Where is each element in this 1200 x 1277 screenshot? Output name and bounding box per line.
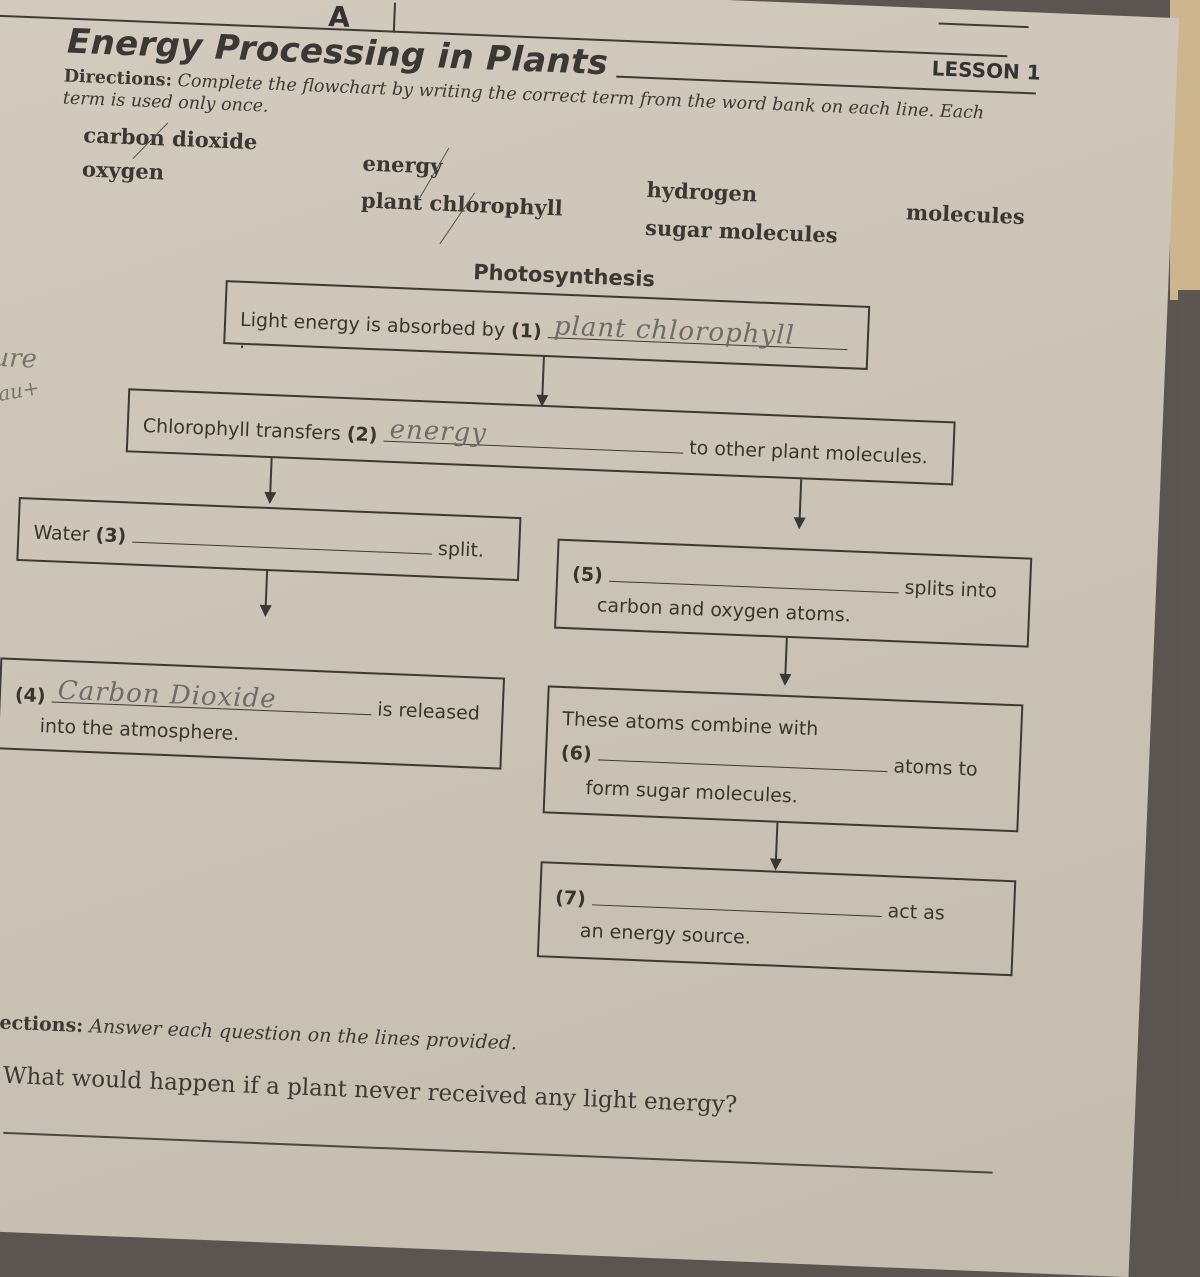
word-bank-term: plant chlorophyll (360, 187, 564, 221)
arrow-down-icon (264, 570, 269, 608)
header-divider (392, 2, 397, 33)
question-directions-text: Answer each question on the lines provid… (88, 1015, 518, 1055)
step-number: (7) (554, 886, 587, 911)
handwritten-answer: plant chlorophyll (553, 311, 796, 351)
step-text: atoms to (893, 755, 979, 781)
step-text: act as (887, 900, 946, 925)
arrow-down-icon (774, 822, 779, 861)
word-bank-term: molecules (905, 199, 1026, 230)
word-bank-term: hydrogen (646, 176, 758, 207)
step-text: to other plant molecules. (688, 436, 929, 469)
binder-edge (1178, 290, 1200, 1200)
step-text: Water (33, 521, 91, 546)
step-number: (5) (571, 563, 604, 587)
arrow-down-icon (784, 637, 788, 676)
step-number: (1) (510, 319, 543, 343)
step-text: These atoms combine with (561, 707, 819, 741)
step-text: splits into (904, 576, 998, 603)
lesson-label: LESSON 1 (931, 56, 1042, 85)
step-text: Chlorophyll transfers (142, 414, 342, 445)
question-directions: Directions: Answer each question on the … (0, 1010, 517, 1054)
step-number: (6) (560, 741, 593, 766)
answer-blank-3[interactable] (132, 523, 433, 555)
step-number: (4) (14, 683, 46, 708)
answer-blank-5[interactable] (608, 562, 900, 594)
flow-step-7: (7) act as an energy source. (536, 861, 1017, 977)
question-8: 8. What would happen if a plant never re… (0, 1061, 738, 1119)
word-bank-term: sugar molecules (644, 214, 839, 248)
margin-note: nau+ (0, 375, 42, 409)
word-bank-term: oxygen (81, 156, 165, 185)
flow-step-4: (4) Carbon Dioxide is released into the … (0, 657, 506, 770)
flow-step-5: (5) splits into carbon and oxygen atoms. (554, 538, 1033, 648)
flow-step-6: These atoms combine with (6) atoms to fo… (542, 685, 1024, 833)
answer-line-q8[interactable] (3, 1131, 993, 1174)
flowchart-title: Photosynthesis (472, 260, 656, 292)
answer-blank-2[interactable]: energy (383, 415, 684, 454)
step-text: an energy source. (579, 919, 752, 949)
step-text: . (238, 330, 246, 353)
step-text: carbon and oxygen atoms. (596, 594, 852, 627)
arrow-down-icon (541, 356, 545, 397)
name-line (938, 22, 1029, 29)
question-directions-label: Directions: (0, 1010, 84, 1037)
margin-note: ure (0, 342, 38, 375)
answer-blank-4[interactable]: Carbon Dioxide (51, 676, 372, 716)
answer-blank-7[interactable] (591, 886, 883, 917)
step-text: form sugar molecules. (585, 776, 799, 808)
arrow-down-icon (798, 479, 803, 520)
directions-label: Directions: (63, 66, 173, 91)
flow-step-1: Light energy is absorbed by (1) plant ch… (223, 280, 871, 370)
word-bank-term: carbon dioxide (82, 122, 258, 155)
arrow-down-icon (269, 458, 273, 495)
answer-blank-1[interactable]: plant chlorophyll (547, 311, 849, 351)
flow-step-3: Water (3) split. (16, 496, 522, 582)
question-text: What would happen if a plant never recei… (2, 1062, 738, 1119)
step-text: into the atmosphere. (39, 715, 240, 746)
word-bank-term: energy (362, 150, 443, 179)
step-number: (2) (346, 423, 378, 447)
handwritten-answer: Carbon Dioxide (57, 675, 278, 715)
step-number: (3) (95, 524, 127, 548)
step-text: Light energy is absorbed by (239, 308, 506, 342)
answer-blank-6[interactable] (597, 741, 888, 773)
handwritten-answer: energy (389, 414, 488, 449)
step-text: split. (437, 537, 485, 562)
step-text: is released (376, 698, 481, 725)
